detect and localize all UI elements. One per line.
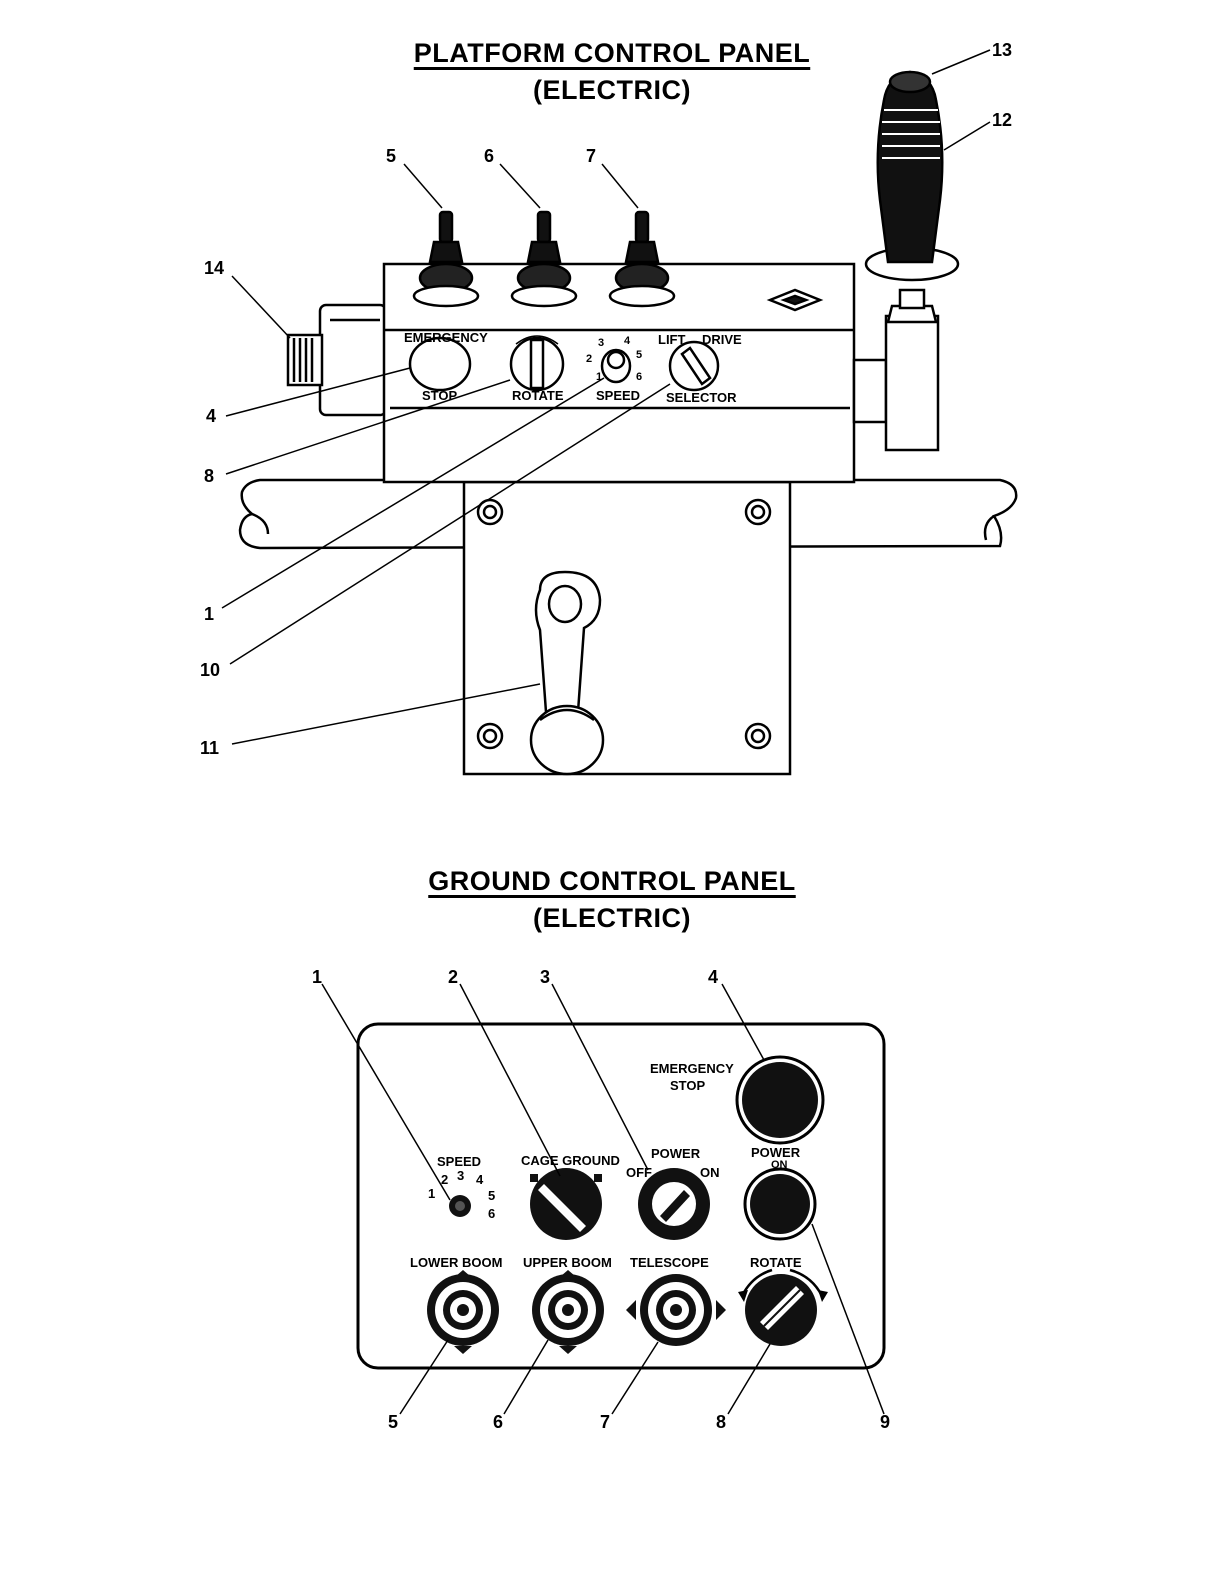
toggle-lever-5[interactable] <box>414 212 478 306</box>
callout-1: 1 <box>204 604 214 624</box>
joystick-mount <box>854 290 938 450</box>
callout-4: 4 <box>206 406 216 426</box>
callout-14: 14 <box>204 258 224 278</box>
speed-knob-1[interactable] <box>602 350 630 382</box>
platform-speed-digit-2: 2 <box>586 353 592 365</box>
joystick-top-button-12[interactable] <box>890 72 930 92</box>
upper-boom-label: UPPER BOOM <box>523 1255 612 1270</box>
platform-speed-label: SPEED <box>596 388 640 403</box>
toggle-lever-7[interactable] <box>610 212 674 306</box>
platform-speed-digit-6: 6 <box>636 371 642 383</box>
power-on-label-power: POWER <box>751 1145 801 1160</box>
platform-control-panel <box>240 72 1016 774</box>
ground-callout-2: 2 <box>448 967 458 987</box>
platform-lift-label: LIFT <box>658 332 685 347</box>
ground-speed-digit-1: 1 <box>428 1186 435 1201</box>
platform-speed-digit-5: 5 <box>636 349 642 361</box>
joystick-11[interactable] <box>866 72 958 280</box>
ground-off-label: OFF <box>626 1165 652 1180</box>
platform-stop-label: STOP <box>422 388 457 403</box>
callout-13: 11 <box>200 738 219 758</box>
ground-speed-knob-1[interactable] <box>449 1195 471 1217</box>
lift-drive-selector-10[interactable] <box>670 342 718 390</box>
platform-speed-digit-4: 4 <box>624 335 631 347</box>
callout-10: 10 <box>200 660 220 680</box>
ground-power-label: POWER <box>651 1146 701 1161</box>
power-on-label-on: ON <box>771 1159 788 1171</box>
toggle-lever-6[interactable] <box>512 212 576 306</box>
ground-emergency-label: EMERGENCY <box>650 1061 734 1076</box>
mounting-plate <box>464 482 790 774</box>
ground-callout-8: 8 <box>716 1412 726 1432</box>
ground-speed-digit-5: 5 <box>488 1188 495 1203</box>
ground-speed-digit-3: 3 <box>457 1168 464 1183</box>
platform-rotate-label: ROTATE <box>512 388 564 403</box>
cage-ground-selector-2[interactable] <box>530 1168 602 1240</box>
platform-selector-label: SELECTOR <box>666 390 737 405</box>
callout-7: 7 <box>586 146 596 166</box>
ground-speed-digit-4: 4 <box>476 1172 484 1187</box>
ground-callout-9: 9 <box>880 1412 890 1432</box>
lower-boom-label: LOWER BOOM <box>410 1255 502 1270</box>
emergency-stop-button-4[interactable] <box>410 338 470 390</box>
ground-callout-4: 4 <box>708 967 718 987</box>
callout-8: 8 <box>204 466 214 486</box>
platform-speed-digit-3: 3 <box>598 337 604 349</box>
ground-callout-3: 3 <box>540 967 550 987</box>
ground-speed-label: SPEED <box>437 1154 481 1169</box>
ground-emergency-stop-button-4[interactable] <box>737 1057 823 1143</box>
callout-12: 13 <box>992 40 1012 60</box>
ground-speed-digit-2: 2 <box>441 1172 448 1187</box>
ground-callout-7: 7 <box>600 1412 610 1432</box>
telescope-label: TELESCOPE <box>630 1255 709 1270</box>
platform-drive-label: DRIVE <box>702 332 742 347</box>
callout-6: 6 <box>484 146 494 166</box>
ground-rotate-label: ROTATE <box>750 1255 802 1270</box>
callout-11: 12 <box>992 110 1012 130</box>
rotate-knob-8[interactable] <box>511 336 563 390</box>
cage-ground-label: CAGE GROUND <box>521 1153 620 1168</box>
ground-callout-1: 1 <box>312 967 322 987</box>
power-on-button-9[interactable] <box>745 1169 815 1239</box>
ground-callout-5: 5 <box>388 1412 398 1432</box>
callout-5: 5 <box>386 146 396 166</box>
ground-callout-6: 6 <box>493 1412 503 1432</box>
ground-on-label: ON <box>700 1165 720 1180</box>
ground-speed-digit-6: 6 <box>488 1206 495 1221</box>
connector-plug <box>288 305 386 415</box>
ground-stop-label: STOP <box>670 1078 705 1093</box>
platform-emergency-label: EMERGENCY <box>404 330 488 345</box>
